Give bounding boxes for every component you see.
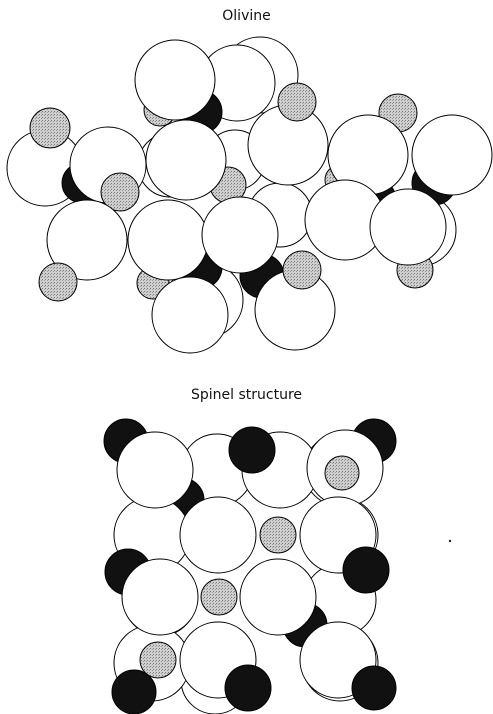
stray-dot: [448, 539, 452, 543]
olivine-structure: [6, 36, 493, 354]
oxygen-atom: [369, 188, 447, 266]
oxygen-atom: [411, 114, 493, 196]
oxygen-atom: [134, 39, 216, 121]
silicon-atom: [224, 664, 272, 712]
magnesium-atom: [29, 107, 71, 149]
oxygen-atom: [151, 276, 229, 354]
magnesium-atom: [139, 641, 177, 679]
magnesium-atom: [282, 250, 322, 290]
silicon-atom: [228, 426, 276, 474]
silicon-atom: [351, 665, 397, 711]
oxygen-atom: [145, 119, 227, 201]
oxygen-atom: [121, 558, 199, 636]
olivine-title: Olivine: [222, 8, 271, 24]
oxygen-atom: [201, 196, 279, 274]
magnesium-atom: [100, 172, 140, 212]
magnesium-atom: [38, 262, 78, 302]
magnesium-atom: [324, 455, 360, 491]
magnesium-atom: [200, 578, 238, 616]
silicon-atom: [342, 546, 390, 594]
spinel-structure: [103, 418, 397, 714]
magnesium-atom: [259, 516, 297, 554]
oxygen-atom: [127, 199, 209, 281]
oxygen-atom: [116, 431, 194, 509]
oxygen-atom: [46, 199, 128, 281]
silicon-atom: [111, 669, 157, 714]
magnesium-atom: [277, 82, 317, 122]
oxygen-atom: [239, 558, 317, 636]
spinel-structure-title: Spinel structure: [190, 387, 303, 403]
oxygen-atom: [179, 496, 257, 574]
